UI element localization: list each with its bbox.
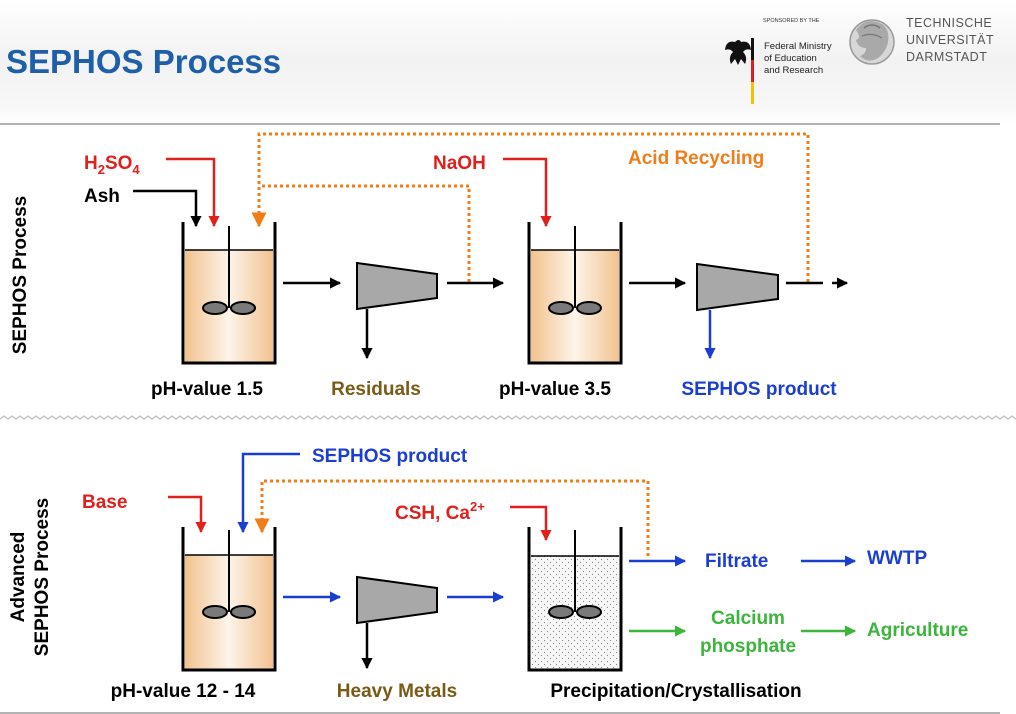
sephos-product-input-label: SEPHOS product bbox=[312, 446, 468, 467]
wwtp-label: WWTP bbox=[867, 548, 927, 569]
university-text-2: UNIVERSITÄT bbox=[906, 33, 994, 47]
sephos-product-label: SEPHOS product bbox=[681, 379, 837, 400]
university-text-1: TECHNISCHE bbox=[906, 16, 992, 30]
base-arrow bbox=[168, 495, 207, 534]
ph1-label: pH-value 1.5 bbox=[151, 379, 263, 400]
residuals-label: Residuals bbox=[331, 379, 421, 400]
acid-recycling-label: Acid Recycling bbox=[628, 148, 764, 169]
sponsor-text: SPONSORED BY THE bbox=[763, 18, 820, 24]
naoh-label: NaOH bbox=[433, 153, 486, 174]
reactor-2 bbox=[527, 222, 623, 365]
base-label: Base bbox=[82, 492, 127, 513]
page-title: SEPHOS Process bbox=[6, 43, 281, 80]
athena-head-icon bbox=[849, 19, 895, 65]
eagle-icon bbox=[725, 40, 751, 65]
sephos-input-arrow bbox=[237, 452, 300, 534]
calcium-label: Calcium bbox=[711, 608, 785, 629]
ash-arrow bbox=[133, 189, 202, 228]
agriculture-label: Agriculture bbox=[867, 620, 968, 641]
ash-label: Ash bbox=[84, 186, 120, 207]
ministry-text-3: and Research bbox=[764, 65, 823, 76]
section2-side-label-2: SEPHOS Process bbox=[32, 498, 53, 656]
ministry-logo: SPONSORED BY THE Federal Ministry of Edu… bbox=[725, 18, 832, 104]
csh-arrow bbox=[510, 505, 552, 542]
reactor-1 bbox=[181, 222, 277, 365]
precipitation-label: Precipitation/Crystallisation bbox=[550, 681, 801, 702]
filtrate-recycle-line bbox=[254, 479, 650, 556]
reactor-4 bbox=[527, 527, 623, 672]
csh-label: CSH, Ca2+ bbox=[395, 499, 485, 524]
ph3-label: pH-value 12 - 14 bbox=[111, 681, 256, 702]
university-logo: TECHNISCHE UNIVERSITÄT DARMSTADT bbox=[849, 16, 994, 65]
section-divider bbox=[0, 415, 1016, 420]
heavy-metals-label: Heavy Metals bbox=[337, 681, 457, 702]
phosphate-label: phosphate bbox=[700, 636, 796, 657]
filter-3 bbox=[356, 575, 438, 670]
h2so4-arrow bbox=[166, 157, 220, 228]
acid-recycle-line-outer bbox=[251, 132, 810, 282]
ph2-label: pH-value 3.5 bbox=[499, 379, 611, 400]
filtrate-label: Filtrate bbox=[705, 551, 768, 572]
section2-side-label-1: Advanced bbox=[8, 532, 29, 623]
university-text-3: DARMSTADT bbox=[906, 50, 987, 64]
section1-side-label: SEPHOS Process bbox=[10, 196, 31, 354]
ministry-text-1: Federal Ministry bbox=[764, 41, 832, 52]
ministry-text-2: of Education bbox=[764, 53, 817, 64]
filter-2 bbox=[696, 262, 779, 360]
reactor-3 bbox=[181, 527, 277, 672]
section1-inputs: H2SO4 Ash NaOH Acid Recycling bbox=[84, 148, 764, 207]
naoh-arrow bbox=[503, 157, 552, 228]
filter-1 bbox=[356, 261, 438, 360]
h2so4-label: H2SO4 bbox=[84, 153, 140, 177]
acid-recycle-line-inner bbox=[259, 184, 471, 282]
